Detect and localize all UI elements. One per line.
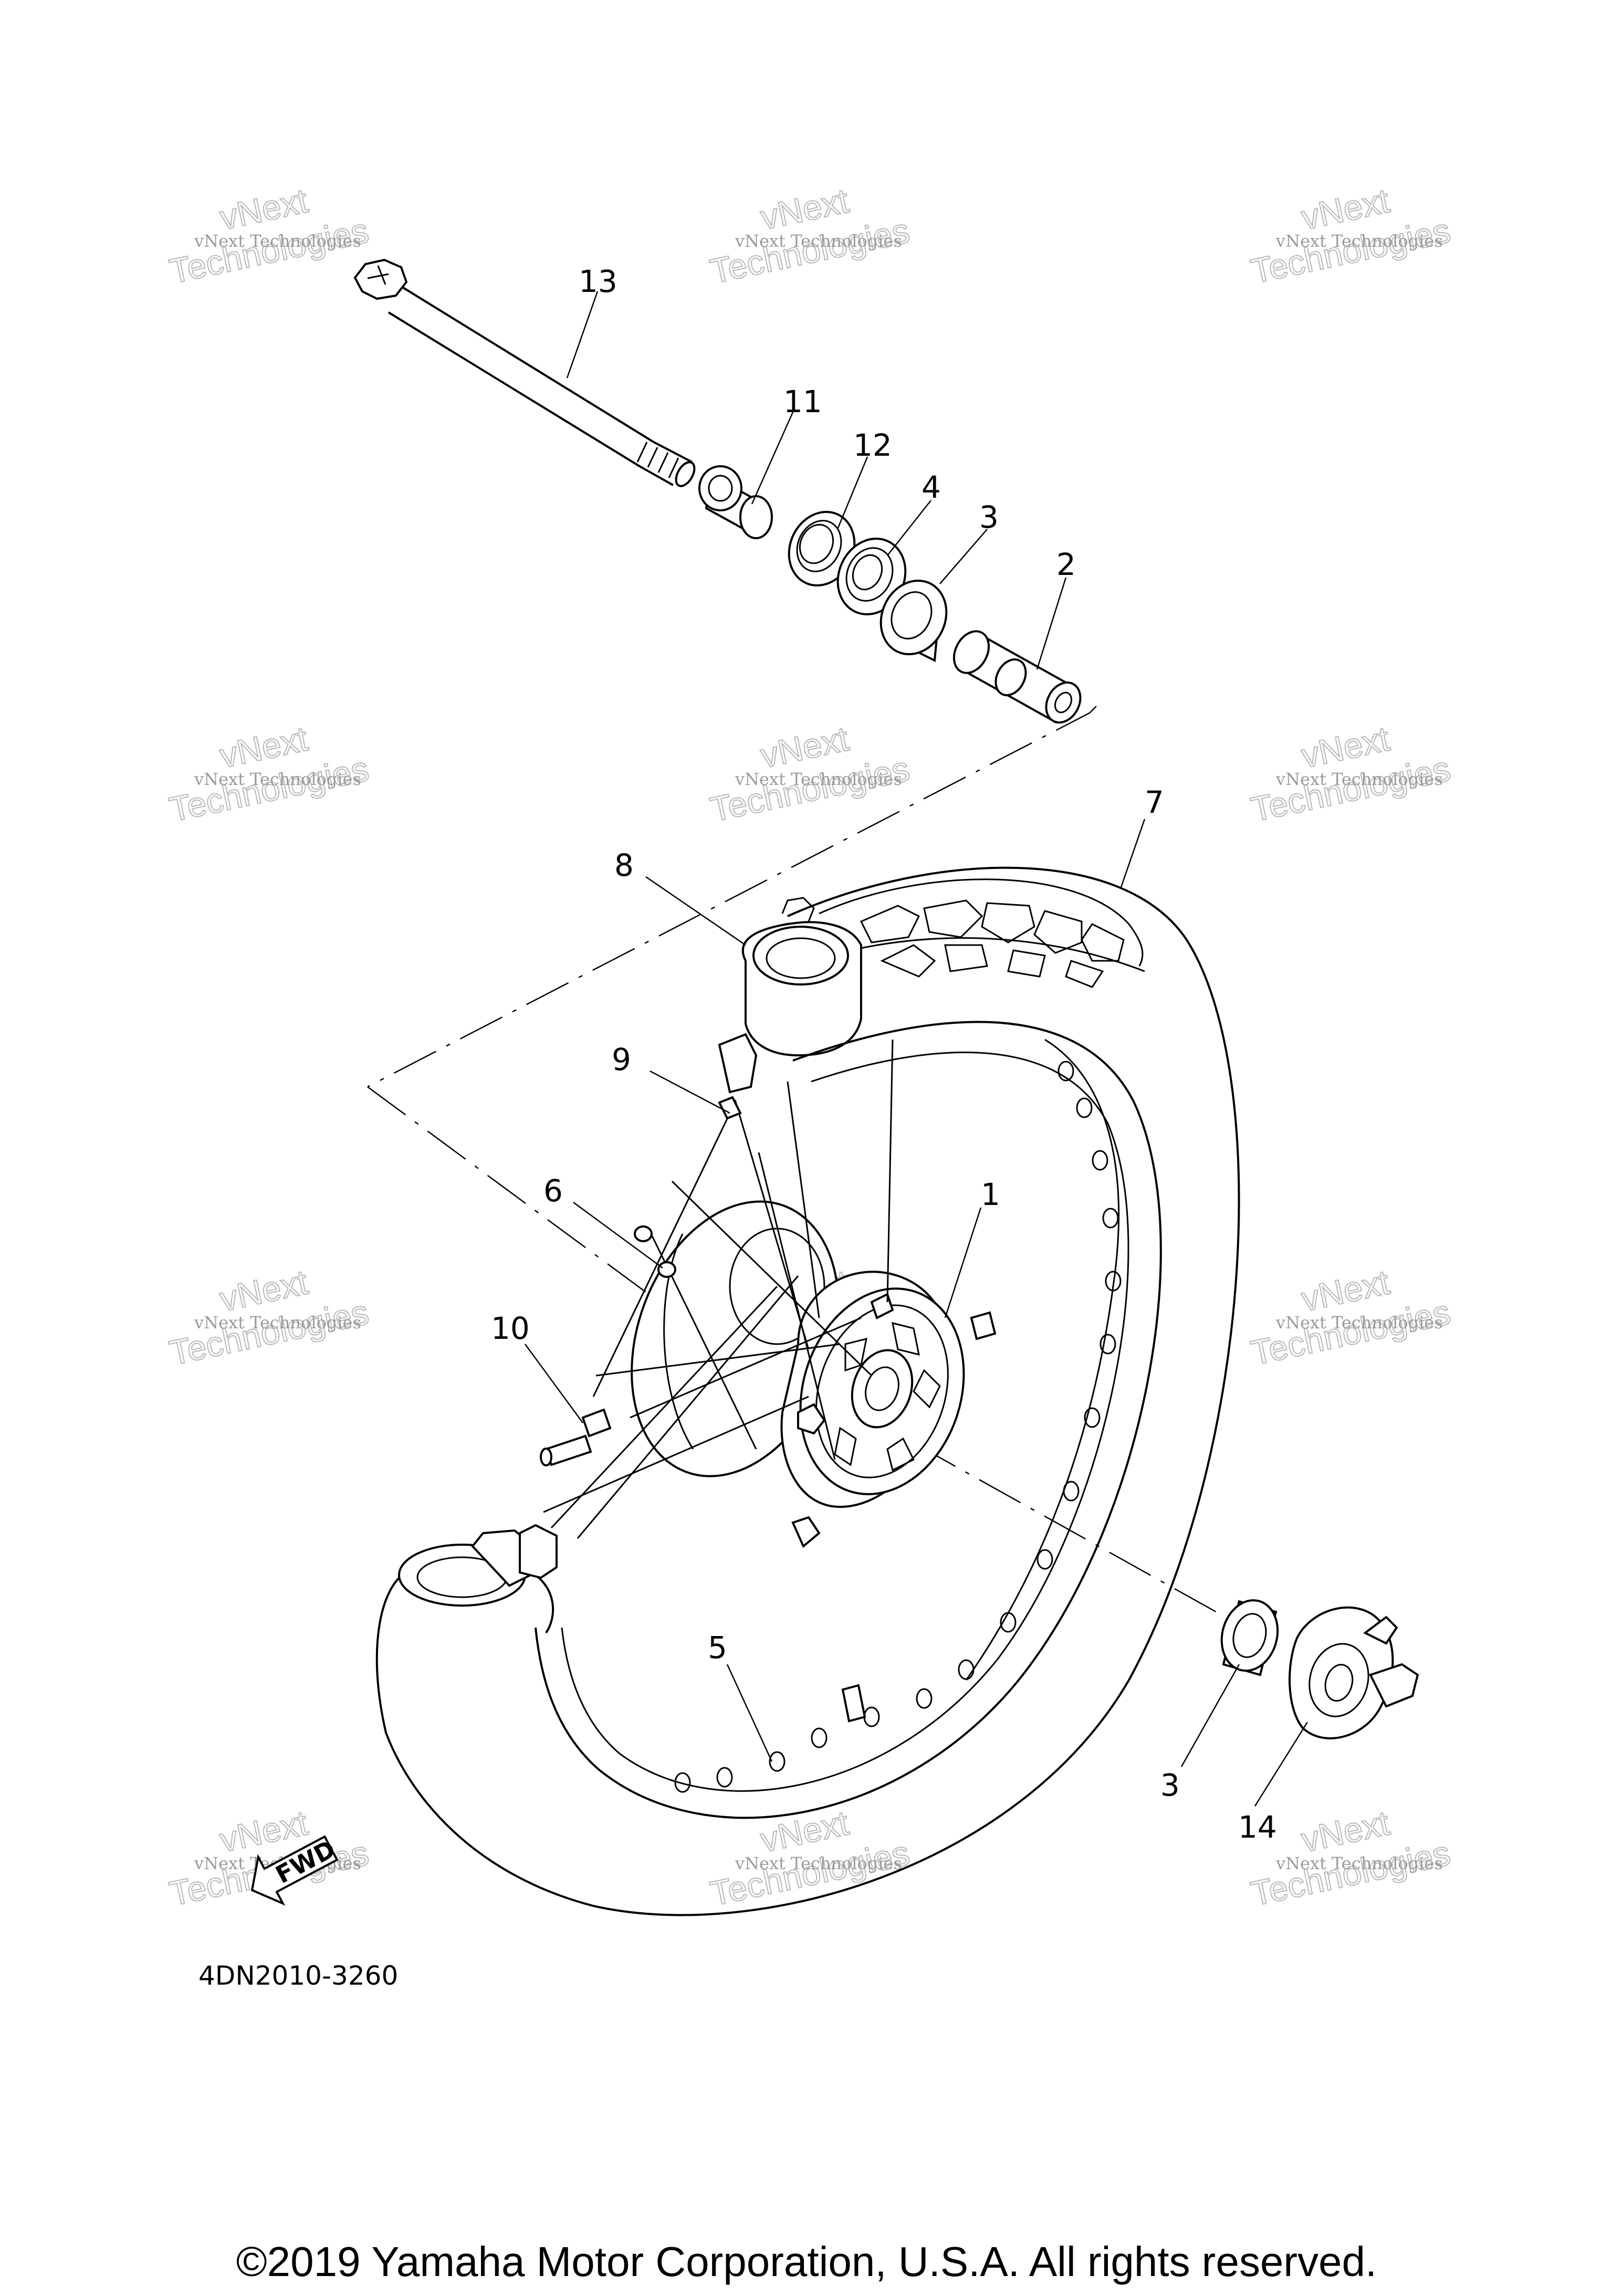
- spokes: [543, 1039, 894, 1539]
- tread-pattern: [860, 899, 1125, 988]
- callout-13: 13: [579, 264, 617, 299]
- tire-outer: [385, 866, 1240, 1916]
- spoke-part-9: [718, 1096, 742, 1120]
- callout-8: 8: [614, 847, 634, 883]
- watermark-7: Technologies vNext Technologies vNext: [165, 1262, 372, 1373]
- svg-text:vNext Technologies: vNext Technologies: [735, 231, 902, 251]
- tire-cut-section-bottom: [375, 1524, 558, 1733]
- watermark-1: Technologies vNext Technologies vNext: [165, 180, 372, 291]
- watermark-3: Technologies vNext Technologies vNext: [1247, 180, 1454, 291]
- callout-3-upper: 3: [979, 499, 999, 535]
- rim-outer: [535, 1021, 1162, 1819]
- axle-part-13: [353, 258, 696, 487]
- callout-9: 9: [612, 1042, 631, 1077]
- svg-text:vNext Technologies: vNext Technologies: [194, 769, 361, 789]
- copyright-notice: ©2019 Yamaha Motor Corporation, U.S.A. A…: [236, 2238, 1377, 2285]
- front-wheel: [375, 866, 1240, 1916]
- watermark-4: Technologies vNext Technologies vNext: [165, 718, 372, 830]
- svg-text:vNext Technologies: vNext Technologies: [194, 1313, 361, 1333]
- axle-assembly: [353, 258, 1082, 724]
- watermark-11: Technologies vNext Technologies vNext: [706, 1802, 913, 1914]
- callout-4: 4: [921, 469, 941, 505]
- spacer-part-2: [952, 630, 1082, 724]
- svg-text:vNext Technologies: vNext Technologies: [1275, 769, 1443, 789]
- spoke-part-6: [634, 1225, 676, 1278]
- callout-labels: 13 11 12 4 3 2 7 8 9 6 1 10 5 3 14: [491, 264, 1277, 1845]
- spoke-part-10: [540, 1408, 612, 1466]
- valve-stem: [841, 1684, 866, 1723]
- watermark-12: Technologies vNext Technologies vNext: [1247, 1802, 1454, 1914]
- svg-text:vNext Technologies: vNext Technologies: [1275, 1313, 1443, 1333]
- tire-cut-section-top: [718, 897, 862, 1094]
- svg-text:vNext Technologies: vNext Technologies: [1275, 231, 1443, 251]
- svg-text:vNext Technologies: vNext Technologies: [1275, 1853, 1443, 1873]
- callout-1: 1: [981, 1177, 1000, 1212]
- watermark-5: Technologies vNext Technologies vNext: [706, 718, 913, 830]
- callout-2: 2: [1056, 547, 1076, 582]
- svg-text:vNext Technologies: vNext Technologies: [735, 1853, 902, 1873]
- callout-5: 5: [708, 1630, 727, 1665]
- tire-tread-edge: [819, 878, 1144, 967]
- hub-part-1: [631, 1200, 997, 1548]
- callout-10: 10: [491, 1310, 530, 1346]
- collar-part-11: [698, 465, 773, 539]
- callout-14: 14: [1238, 1809, 1277, 1845]
- watermark-6: Technologies vNext Technologies vNext: [1247, 718, 1454, 830]
- leader-lines: [524, 291, 1308, 1807]
- diagram-code: 4DN2010-3260: [198, 1960, 398, 1991]
- callout-6: 6: [543, 1173, 563, 1209]
- watermark-2: Technologies vNext Technologies vNext: [706, 180, 913, 291]
- bearing-part-3-upper: [879, 579, 948, 663]
- rim-inner: [561, 1051, 1129, 1792]
- bearing-part-4: [836, 537, 907, 616]
- rim-spoke-holes: [674, 1061, 1122, 1793]
- bearing-part-3-lower: [1220, 1599, 1279, 1676]
- callout-11: 11: [783, 384, 822, 420]
- callout-3-lower: 3: [1160, 1767, 1180, 1803]
- callout-12: 12: [853, 427, 892, 463]
- svg-text:vNext Technologies: vNext Technologies: [735, 769, 902, 789]
- callout-7: 7: [1145, 784, 1164, 820]
- svg-text:vNext Technologies: vNext Technologies: [194, 231, 361, 251]
- speedometer-gear-part-14: [1289, 1606, 1419, 1739]
- watermark-9: Technologies vNext Technologies vNext: [1247, 1262, 1454, 1373]
